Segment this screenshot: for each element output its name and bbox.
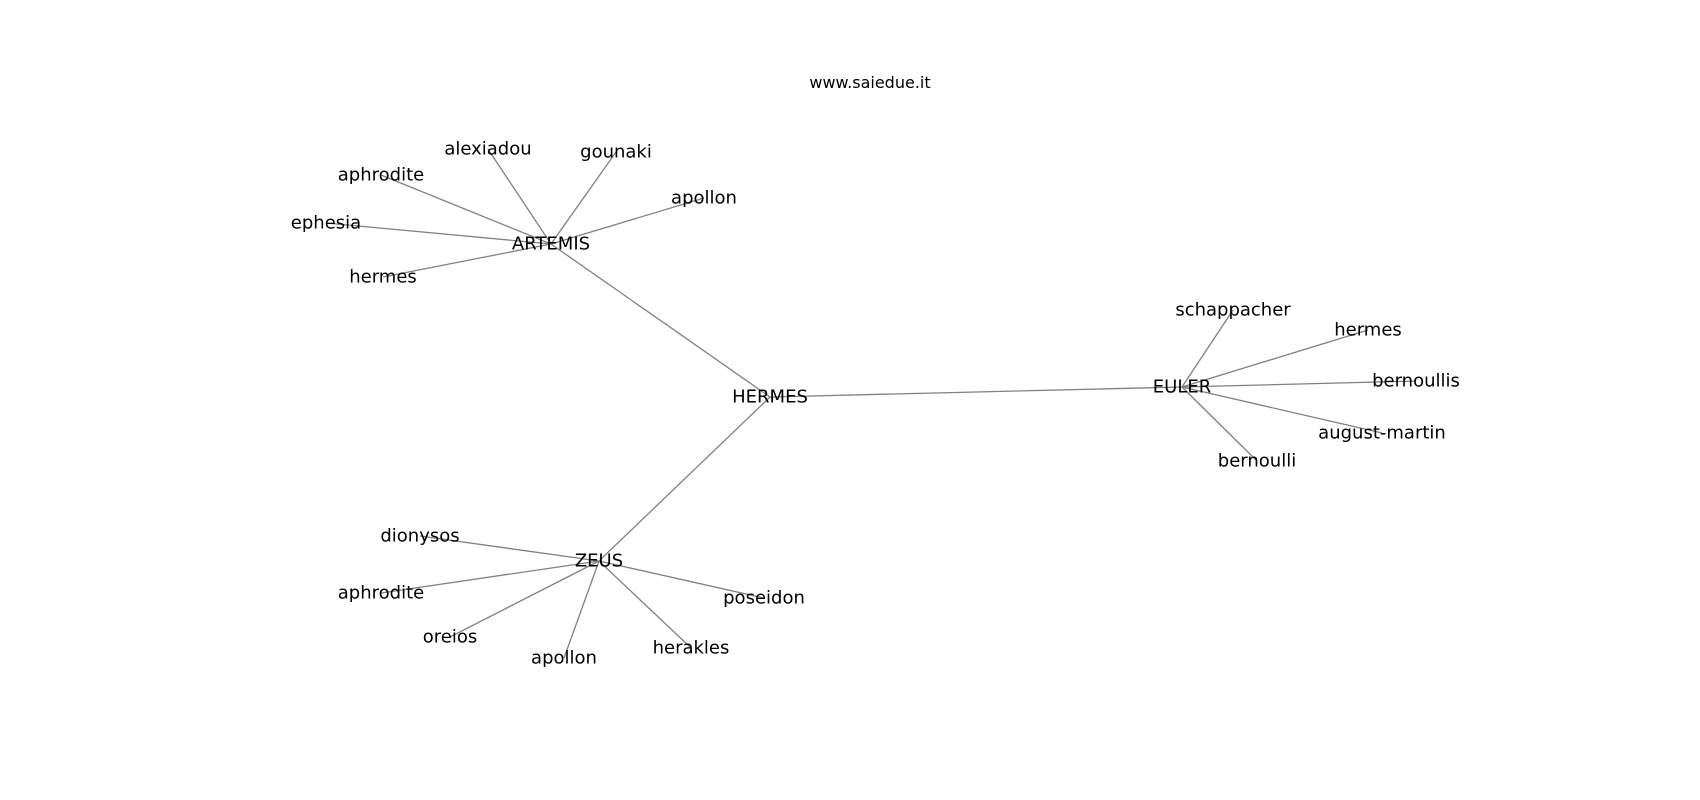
node-label-artemis: ARTEMIS	[512, 234, 590, 255]
node-label-z-dionysos: dionysos	[380, 526, 459, 547]
edge-hermes_c-artemis	[550, 243, 771, 398]
edge-euler-e_august_martin	[1181, 386, 1383, 434]
edge-artemis-a_alexiadou	[487, 148, 552, 245]
edge-zeus-z_apollon	[563, 560, 600, 659]
edge-hermes_c-euler	[769, 386, 1183, 398]
node-label-a-apollon: apollon	[671, 188, 737, 209]
website-caption: www.saiedue.it	[809, 73, 930, 92]
node-label-euler: EULER	[1153, 377, 1211, 398]
edge-euler-e_hermes	[1181, 329, 1369, 388]
node-label-z-herakles: herakles	[653, 638, 730, 659]
edge-zeus-z_dionysos	[419, 535, 600, 562]
node-label-e-bernoullis: bernoullis	[1372, 371, 1460, 392]
edge-euler-e_bernoullis	[1181, 380, 1417, 388]
edge-zeus-z_herakles	[598, 560, 692, 649]
edge-hermes_c-zeus	[598, 396, 771, 562]
node-label-zeus: ZEUS	[575, 551, 623, 572]
node-label-e-schappacher: schappacher	[1175, 300, 1291, 321]
node-label-z-poseidon: poseidon	[723, 588, 805, 609]
edge-euler-e_schappacher	[1181, 309, 1234, 388]
node-label-z-oreios: oreios	[423, 627, 477, 648]
node-label-e-bernoulli: bernoulli	[1218, 451, 1296, 472]
edge-artemis-a_gounaki	[550, 151, 617, 245]
edge-artemis-a_hermes	[382, 243, 552, 278]
edge-artemis-a_ephesia	[325, 222, 552, 245]
node-label-e-august-martin: august-martin	[1318, 423, 1446, 444]
node-label-a-gounaki: gounaki	[580, 142, 652, 163]
node-label-z-apollon: apollon	[531, 648, 597, 669]
edge-layer	[325, 148, 1417, 659]
edge-artemis-a_apollon	[550, 197, 705, 245]
node-label-a-ephesia: ephesia	[291, 213, 361, 234]
node-label-z-aphrodite: aphrodite	[338, 583, 424, 604]
edge-artemis-a_aphrodite	[380, 174, 552, 245]
edge-euler-e_bernoulli	[1181, 386, 1258, 462]
node-label-a-aphrodite: aphrodite	[338, 165, 424, 186]
edge-zeus-z_oreios	[449, 560, 600, 638]
edge-zeus-z_poseidon	[598, 560, 765, 599]
node-label-a-hermes: hermes	[349, 267, 417, 288]
node-label-hermes-c: HERMES	[732, 387, 808, 408]
edge-zeus-z_aphrodite	[380, 560, 600, 594]
node-label-a-alexiadou: alexiadou	[444, 139, 531, 160]
label-layer: HERMES ARTEMIS EULER ZEUS alexiadou gounaki ap…	[291, 139, 1460, 669]
node-label-e-hermes: hermes	[1334, 320, 1402, 341]
